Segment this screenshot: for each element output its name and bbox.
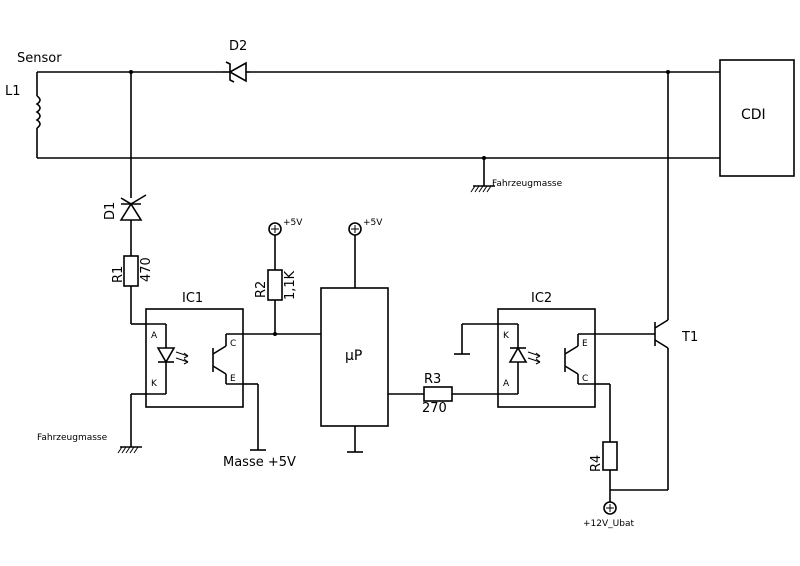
resistor-r4 [602, 441, 618, 471]
fahrzeugmasse-top-label: Fahrzeugmasse [492, 179, 563, 189]
ic2-pin-a: A [503, 379, 510, 389]
transistor-t1 [654, 72, 669, 490]
resistor-r3 [423, 386, 453, 402]
inductor-l1 [35, 72, 41, 158]
ic2-pin-k: K [503, 331, 510, 341]
ic1-pin-c: C [230, 339, 236, 349]
supply-symbol-ubat [603, 501, 617, 515]
r2-label: R2 [254, 281, 269, 298]
sensor-label: Sensor [17, 51, 62, 66]
resistor-r1 [123, 255, 139, 287]
ic1-pin-e: E [230, 374, 236, 384]
ic2-led [498, 323, 541, 395]
l1-label: L1 [5, 84, 21, 99]
d2-label: D2 [229, 39, 247, 54]
ic1-pin-a: A [151, 331, 158, 341]
cdi-box [719, 59, 795, 177]
plus5v-up-label: +5V [363, 218, 383, 228]
ic2-phototransistor [564, 333, 595, 385]
cdi-label: CDI [741, 107, 766, 123]
ic2-box [497, 308, 596, 408]
ic1-box [145, 308, 244, 408]
ic1-led [146, 323, 189, 395]
resistor-r2 [267, 269, 283, 301]
up-label: µP [345, 348, 362, 364]
ic1-pin-k: K [151, 379, 158, 389]
ic2-label: IC2 [531, 291, 552, 306]
t1-label: T1 [681, 330, 698, 345]
plus5v-r2-label: +5V [283, 218, 303, 228]
ic2-pin-c: C [582, 374, 588, 384]
ic1-label: IC1 [182, 291, 203, 306]
supply-symbol-plus5v [348, 222, 362, 236]
masse-5v-label: Masse +5V [223, 455, 296, 470]
zener-diode-d1 [119, 194, 147, 221]
ic1-phototransistor [212, 333, 243, 385]
r1-value: 470 [139, 257, 154, 282]
r1-label: R1 [111, 266, 126, 283]
ground-symbol [117, 446, 142, 454]
r3-label: R3 [424, 372, 441, 387]
supply-symbol-plus5v [268, 222, 282, 236]
d1-label: D1 [103, 202, 118, 220]
ic2-pin-e: E [582, 339, 588, 349]
fahrzeugmasse-left-label: Fahrzeugmasse [37, 433, 108, 443]
r2-value: 1,1K [283, 270, 298, 300]
r3-value: 270 [422, 401, 447, 416]
r4-label: R4 [589, 455, 604, 472]
ubat-label: +12V_Ubat [583, 519, 634, 529]
ground-symbol [470, 158, 495, 193]
zener-diode-d2 [222, 61, 250, 83]
